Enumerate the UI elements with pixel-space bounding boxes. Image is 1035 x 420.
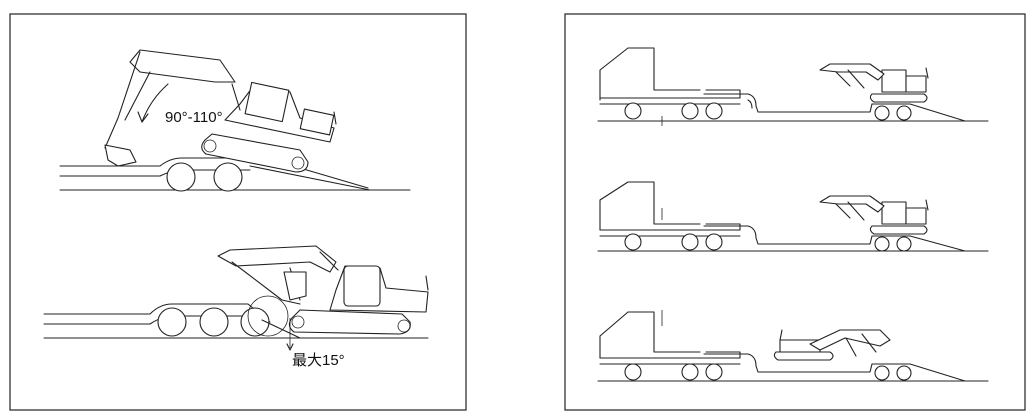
cab bbox=[343, 265, 381, 307]
wheel bbox=[705, 233, 723, 251]
wheel bbox=[681, 363, 699, 381]
detail-circle bbox=[247, 295, 289, 337]
excavator-track bbox=[773, 351, 834, 361]
tractor-cab bbox=[599, 47, 701, 101]
angle-arc bbox=[141, 83, 169, 123]
left-panel-frame bbox=[9, 13, 467, 411]
trailer-deck bbox=[703, 353, 966, 382]
wheel bbox=[896, 236, 912, 252]
bucket bbox=[283, 271, 307, 301]
wheel bbox=[240, 307, 270, 337]
bucket bbox=[104, 144, 137, 167]
excavator-track bbox=[288, 309, 411, 335]
wheel bbox=[874, 105, 890, 121]
wheel bbox=[874, 365, 890, 381]
right-panel-frame bbox=[564, 13, 1026, 411]
cab bbox=[244, 81, 290, 123]
excavator-track bbox=[869, 93, 928, 103]
excavator-boom bbox=[819, 195, 885, 213]
wheel bbox=[166, 162, 196, 192]
scene-step-2 bbox=[597, 181, 989, 252]
tractor-cab bbox=[599, 311, 701, 359]
wheel bbox=[213, 162, 243, 192]
scene-climbing-excavator: 90°-110° bbox=[59, 49, 411, 192]
cab bbox=[881, 201, 907, 225]
wheel bbox=[199, 307, 229, 337]
excavator-body bbox=[329, 265, 429, 313]
excavator-boom bbox=[104, 49, 241, 167]
trailer-deck bbox=[703, 225, 966, 252]
scene-step-1 bbox=[597, 47, 989, 126]
wheel bbox=[705, 102, 723, 120]
ramp bbox=[249, 165, 371, 191]
max-slope-label: 最大15° bbox=[292, 352, 345, 369]
wheel bbox=[874, 236, 890, 252]
wheel bbox=[624, 233, 642, 251]
scene-max-slope: 最大15° bbox=[43, 245, 429, 369]
trailer-deck bbox=[703, 93, 966, 122]
excavator-body bbox=[224, 81, 337, 143]
boom-angle-label: 90°-110° bbox=[165, 109, 223, 126]
wheel bbox=[157, 307, 187, 337]
wheel bbox=[896, 105, 912, 121]
wheel bbox=[681, 102, 699, 120]
excavator-boom bbox=[217, 245, 339, 305]
excavator-track bbox=[869, 225, 928, 235]
wheel bbox=[624, 363, 642, 381]
scene-step-3 bbox=[597, 310, 989, 382]
excavator-boom bbox=[809, 329, 891, 351]
trailer-deck bbox=[59, 157, 369, 189]
trailer-deck bbox=[43, 303, 271, 323]
tractor-cab bbox=[599, 181, 701, 231]
excavator-boom bbox=[819, 63, 885, 81]
wheel bbox=[896, 365, 912, 381]
wheel bbox=[705, 363, 723, 381]
wheel bbox=[681, 233, 699, 251]
cab bbox=[881, 69, 907, 93]
excavator-track bbox=[201, 133, 309, 173]
ramp bbox=[261, 319, 301, 339]
wheel bbox=[624, 102, 642, 120]
